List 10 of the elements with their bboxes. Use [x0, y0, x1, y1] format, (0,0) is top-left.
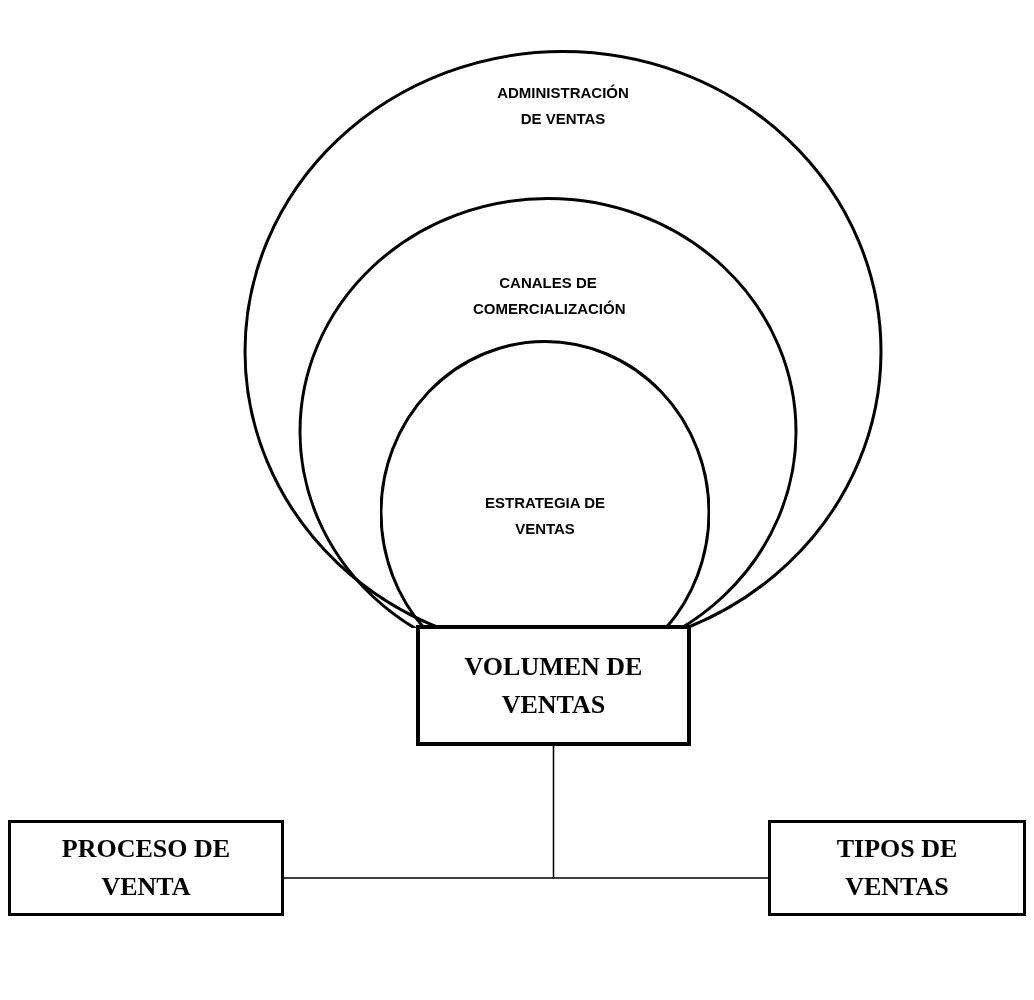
circle-label: ADMINISTRACIÓN DE VENTAS [496, 83, 630, 129]
connector-line [552, 745, 769, 879]
box [8, 820, 284, 916]
circle-label: ESTRATEGIA DE VENTAS [484, 493, 606, 539]
box-label: VOLUMEN DE VENTAS [463, 650, 644, 721]
box-label: PROCESO DE VENTA [60, 833, 232, 903]
box-label: TIPOS DE VENTAS [835, 833, 959, 903]
box [416, 625, 691, 746]
box [768, 820, 1026, 916]
circle-label: CANALES DE COMERCIALIZACIÓN [473, 273, 623, 319]
